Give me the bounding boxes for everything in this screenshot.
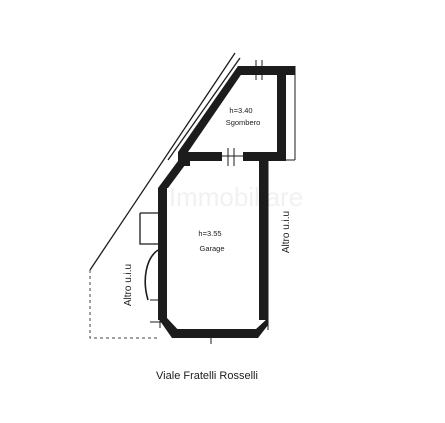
sgombero-label: Sgombero	[226, 118, 261, 127]
garage-height: h=3.55	[198, 229, 221, 238]
watermark-text: Immobiliare	[169, 182, 303, 212]
adjacent-unit-right: Altro u.i.u	[281, 211, 292, 253]
street-label: Viale Fratelli Rosselli	[156, 370, 258, 382]
connecting-door	[222, 148, 243, 166]
garage-label: Garage	[199, 244, 224, 253]
adjacent-unit-left: Altro u.i.u	[123, 264, 134, 306]
sgombero-top-opening	[250, 60, 270, 80]
sgombero-height: h=3.40	[229, 106, 252, 115]
left-niche	[139, 212, 159, 301]
diagonal-boundary	[89, 52, 241, 271]
dashed-boundary	[89, 270, 160, 339]
lower-left-mark	[150, 316, 170, 328]
entrance-arrow-icon	[208, 329, 214, 344]
